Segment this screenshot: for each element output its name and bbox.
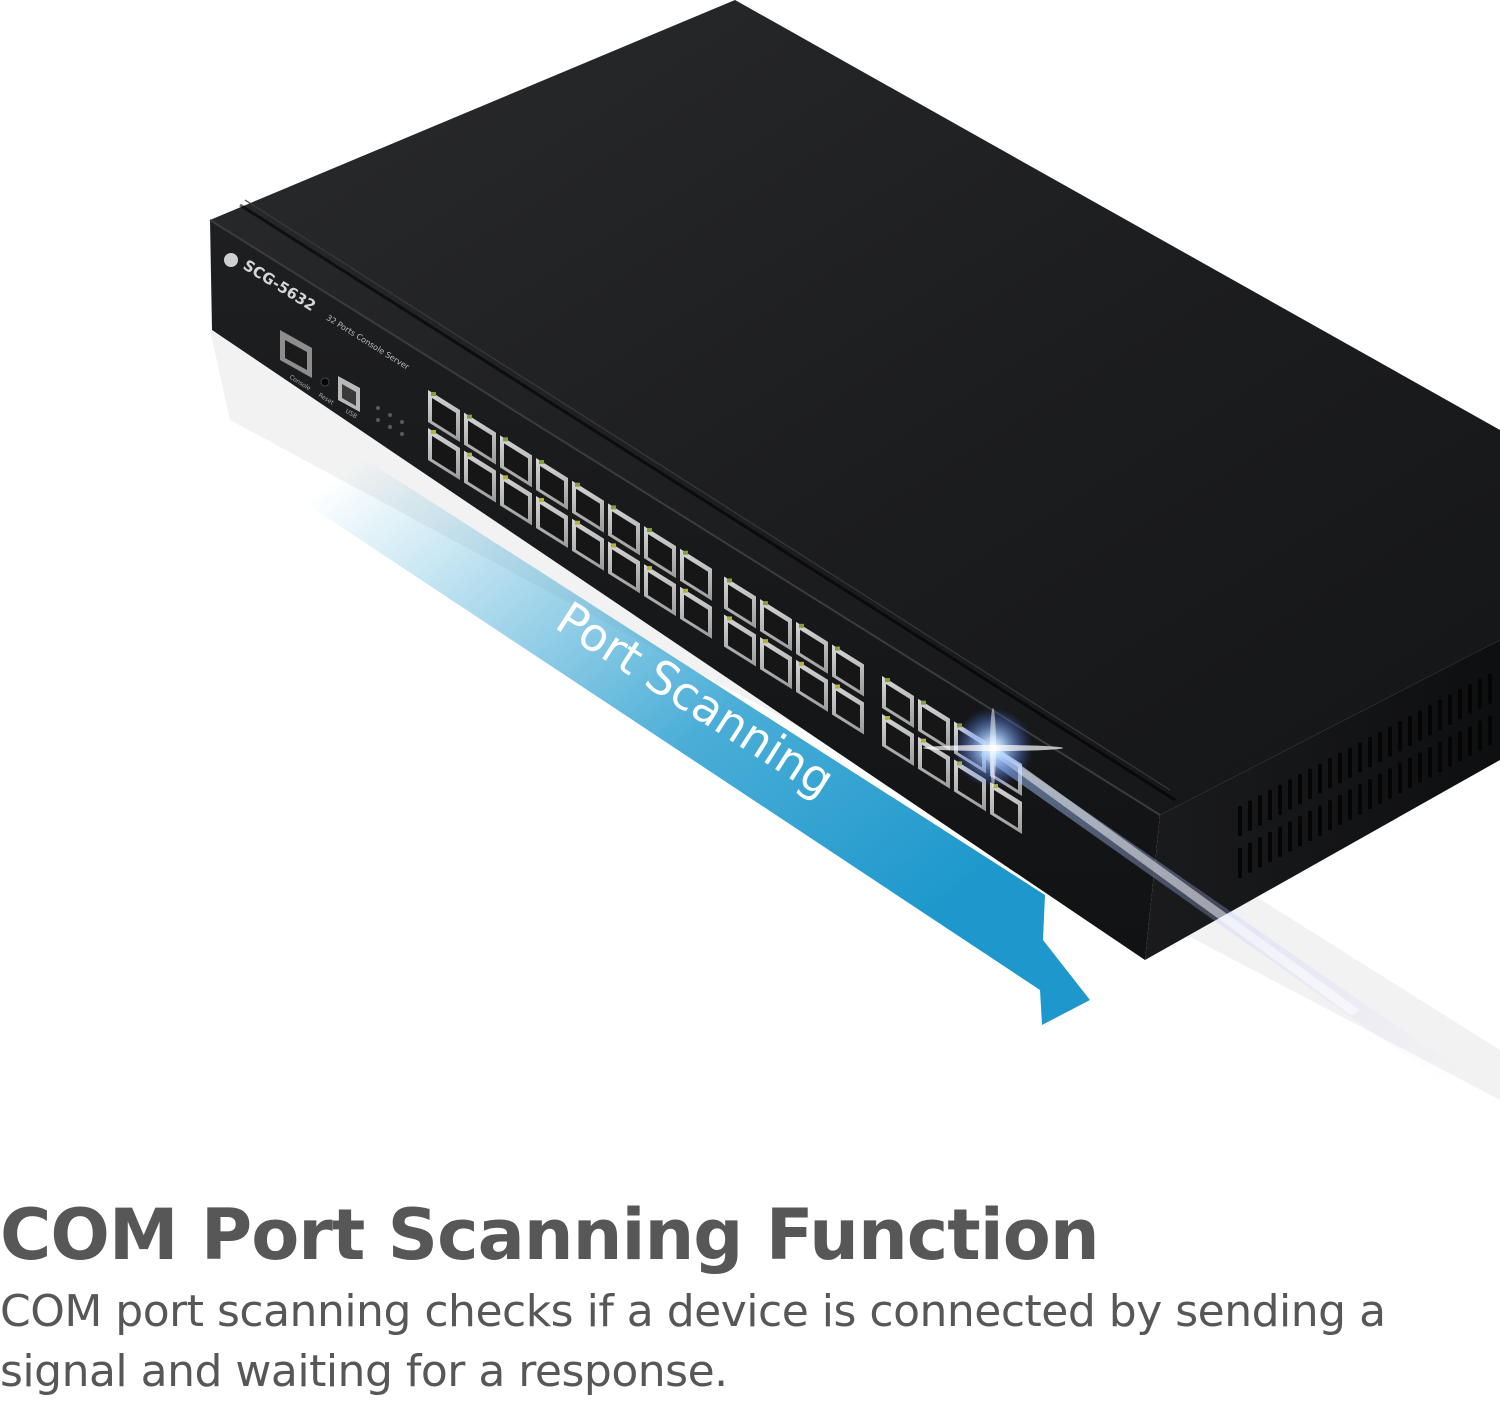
vent-slot bbox=[1328, 758, 1332, 789]
scan-light-flare bbox=[923, 708, 1460, 1080]
vent-slot bbox=[1298, 816, 1302, 847]
vent-slot bbox=[1278, 826, 1282, 857]
rj45-port bbox=[680, 548, 712, 601]
vent-slot bbox=[1308, 810, 1312, 841]
vent-slot bbox=[1288, 821, 1292, 852]
feature-description: COM port scanning checks if a device is … bbox=[0, 1286, 1386, 1397]
rj45-port bbox=[608, 541, 640, 594]
vent-slot bbox=[1388, 768, 1392, 799]
vent-slot bbox=[1398, 721, 1402, 752]
vent-slot bbox=[1328, 800, 1332, 831]
vent-slot bbox=[1338, 795, 1342, 825]
rj45-port bbox=[536, 496, 568, 549]
vent-slot bbox=[1388, 726, 1392, 757]
vent-slot bbox=[1308, 768, 1312, 799]
rj45-port bbox=[500, 473, 532, 526]
rj45-port bbox=[608, 503, 640, 556]
rj45-port bbox=[572, 480, 604, 533]
vent-slot bbox=[1488, 673, 1492, 704]
vent-slot bbox=[1448, 736, 1452, 767]
vent-slot bbox=[1418, 710, 1422, 741]
logo-icon bbox=[224, 253, 238, 267]
vent-slot bbox=[1258, 837, 1262, 868]
rj45-port bbox=[428, 428, 460, 480]
vent-slot bbox=[1258, 795, 1262, 826]
status-leds bbox=[376, 406, 404, 436]
device-top-cover bbox=[210, 0, 1500, 815]
vent-slot bbox=[1348, 789, 1352, 820]
rj45-port bbox=[464, 412, 496, 465]
rj45-port bbox=[760, 637, 792, 690]
vent-slot bbox=[1268, 790, 1272, 821]
vent-slot bbox=[1438, 742, 1442, 772]
rj45-port bbox=[536, 458, 568, 511]
rj45-port bbox=[464, 450, 496, 503]
vent-slot bbox=[1438, 700, 1442, 730]
vent-slot bbox=[1268, 832, 1272, 863]
vent-slot bbox=[1378, 731, 1382, 762]
vent-slot bbox=[1428, 747, 1432, 778]
vent-slot bbox=[1298, 774, 1302, 805]
vent-slot bbox=[1378, 773, 1382, 804]
vent-slot bbox=[1248, 800, 1252, 831]
rj45-port bbox=[724, 576, 756, 629]
rj45-port bbox=[428, 390, 460, 442]
usb-port: USB bbox=[338, 376, 360, 420]
rj45-port bbox=[760, 599, 792, 652]
vent-slot bbox=[1478, 720, 1482, 751]
vent-slot bbox=[1278, 784, 1282, 815]
vent-slot bbox=[1288, 779, 1292, 810]
vent-slot bbox=[1458, 731, 1462, 762]
vent-slot bbox=[1418, 752, 1422, 783]
vent-slot bbox=[1358, 784, 1362, 815]
rj45-port bbox=[796, 621, 828, 674]
vent-slot bbox=[1338, 753, 1342, 783]
vent-slot bbox=[1348, 747, 1352, 778]
vent-slot bbox=[1408, 715, 1412, 746]
rj45-port bbox=[832, 644, 864, 697]
rj45-port bbox=[644, 564, 676, 617]
vent-slot bbox=[1408, 757, 1412, 788]
vent-slot bbox=[1248, 842, 1252, 873]
vent-slot bbox=[1318, 763, 1322, 794]
rj45-port bbox=[918, 736, 950, 789]
vent-slot bbox=[1428, 705, 1432, 736]
rj45-port bbox=[644, 526, 676, 579]
rj45-port bbox=[572, 518, 604, 571]
vent-slots bbox=[1238, 673, 1492, 878]
vent-slot bbox=[1368, 779, 1372, 810]
rj45-port-array bbox=[428, 390, 1022, 835]
vent-slot bbox=[1238, 806, 1242, 836]
vent-slot bbox=[1488, 715, 1492, 746]
rj45-port bbox=[918, 698, 950, 751]
vent-slot bbox=[1458, 689, 1462, 720]
rj45-port bbox=[796, 659, 828, 712]
vent-slot bbox=[1448, 694, 1452, 725]
product-photo: SCG-5632 32 Ports Console Server Console… bbox=[209, 0, 1500, 1100]
rj45-port bbox=[680, 586, 712, 639]
vent-slot bbox=[1358, 742, 1362, 773]
vent-slot bbox=[1238, 848, 1242, 878]
vent-slot bbox=[1478, 678, 1482, 709]
rj45-port bbox=[724, 614, 756, 667]
vent-slot bbox=[1368, 737, 1372, 768]
rj45-port bbox=[882, 676, 914, 729]
vent-slot bbox=[1468, 684, 1472, 715]
rj45-port bbox=[832, 682, 864, 735]
vent-slot bbox=[1398, 763, 1402, 794]
feature-title: COM Port Scanning Function bbox=[0, 1194, 1100, 1276]
vent-slot bbox=[1318, 805, 1322, 836]
rj45-port bbox=[882, 714, 914, 767]
rj45-port bbox=[500, 435, 532, 488]
vent-slot bbox=[1468, 726, 1472, 757]
reset-button bbox=[320, 377, 330, 387]
